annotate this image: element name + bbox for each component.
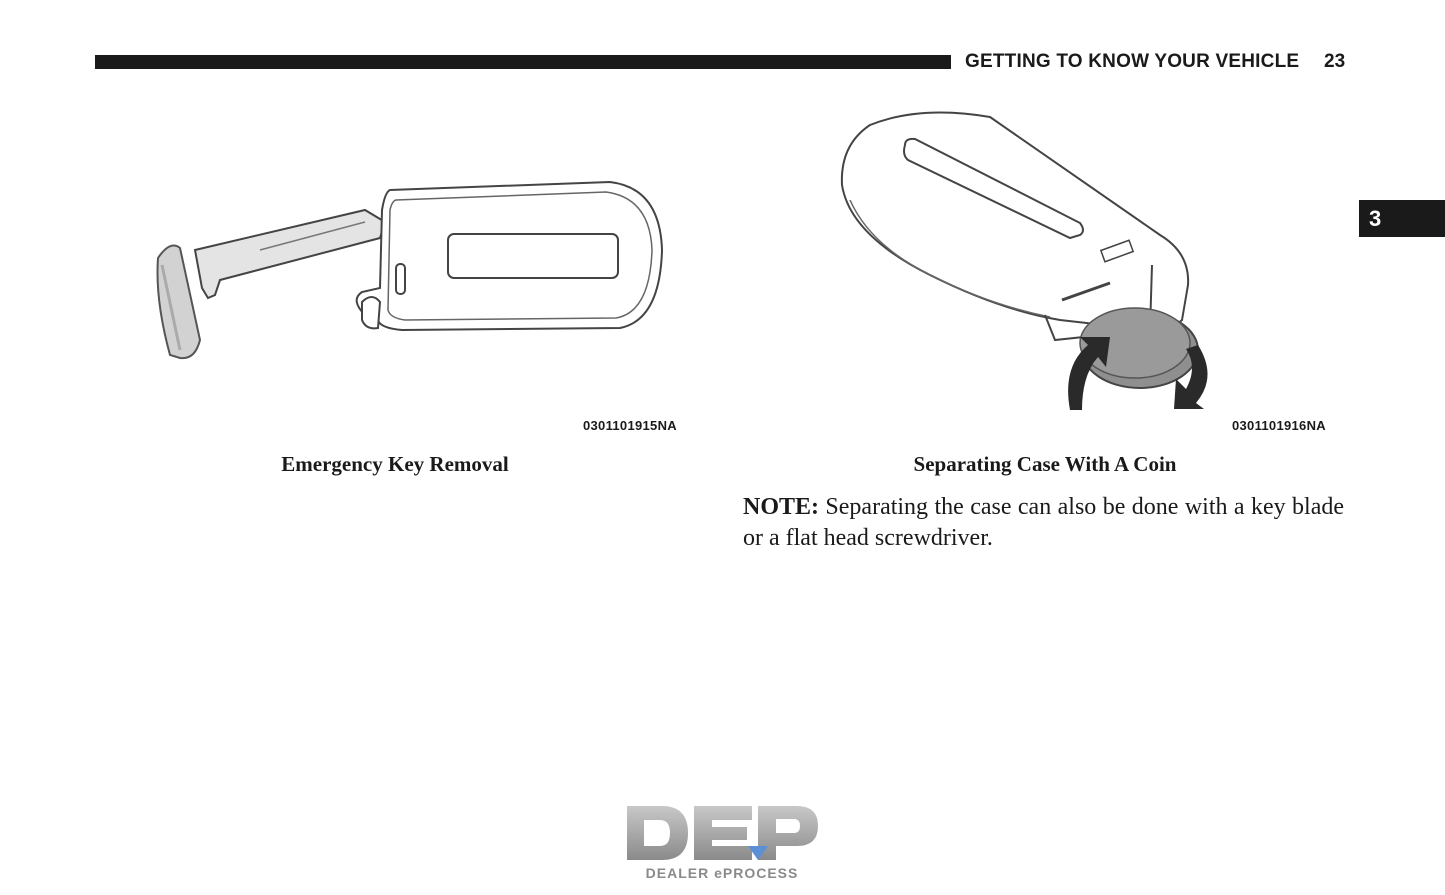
note-text: Separating the case can also be done wit… (743, 494, 1344, 551)
rotate-arrow-right (1174, 345, 1208, 409)
running-header-title: GETTING TO KNOW YOUR VEHICLE (965, 51, 1300, 72)
note-paragraph: NOTE: Separating the case can also be do… (743, 492, 1344, 554)
fob-body (840, 111, 1190, 335)
key-blade (193, 208, 387, 300)
figure-id-label: 0301101916NA (1232, 418, 1326, 433)
page-number: 23 (1324, 51, 1346, 72)
logo-tagline: DEALER ePROCESS (646, 865, 799, 881)
figure-id-label: 0301101915NA (583, 418, 677, 433)
figure-caption: Emergency Key Removal (281, 452, 509, 476)
dealer-eprocess-logo: DEALER ePROCESS (627, 806, 818, 881)
key-head (156, 244, 202, 360)
note-label: NOTE: (743, 494, 820, 520)
rotate-arrow-left (1068, 337, 1110, 410)
figure-caption: Separating Case With A Coin (913, 452, 1177, 476)
header-rule (95, 55, 951, 69)
chapter-tab: 3 (1359, 200, 1445, 237)
coin-separation-illustration (840, 111, 1208, 410)
emergency-key-illustration (156, 180, 664, 360)
